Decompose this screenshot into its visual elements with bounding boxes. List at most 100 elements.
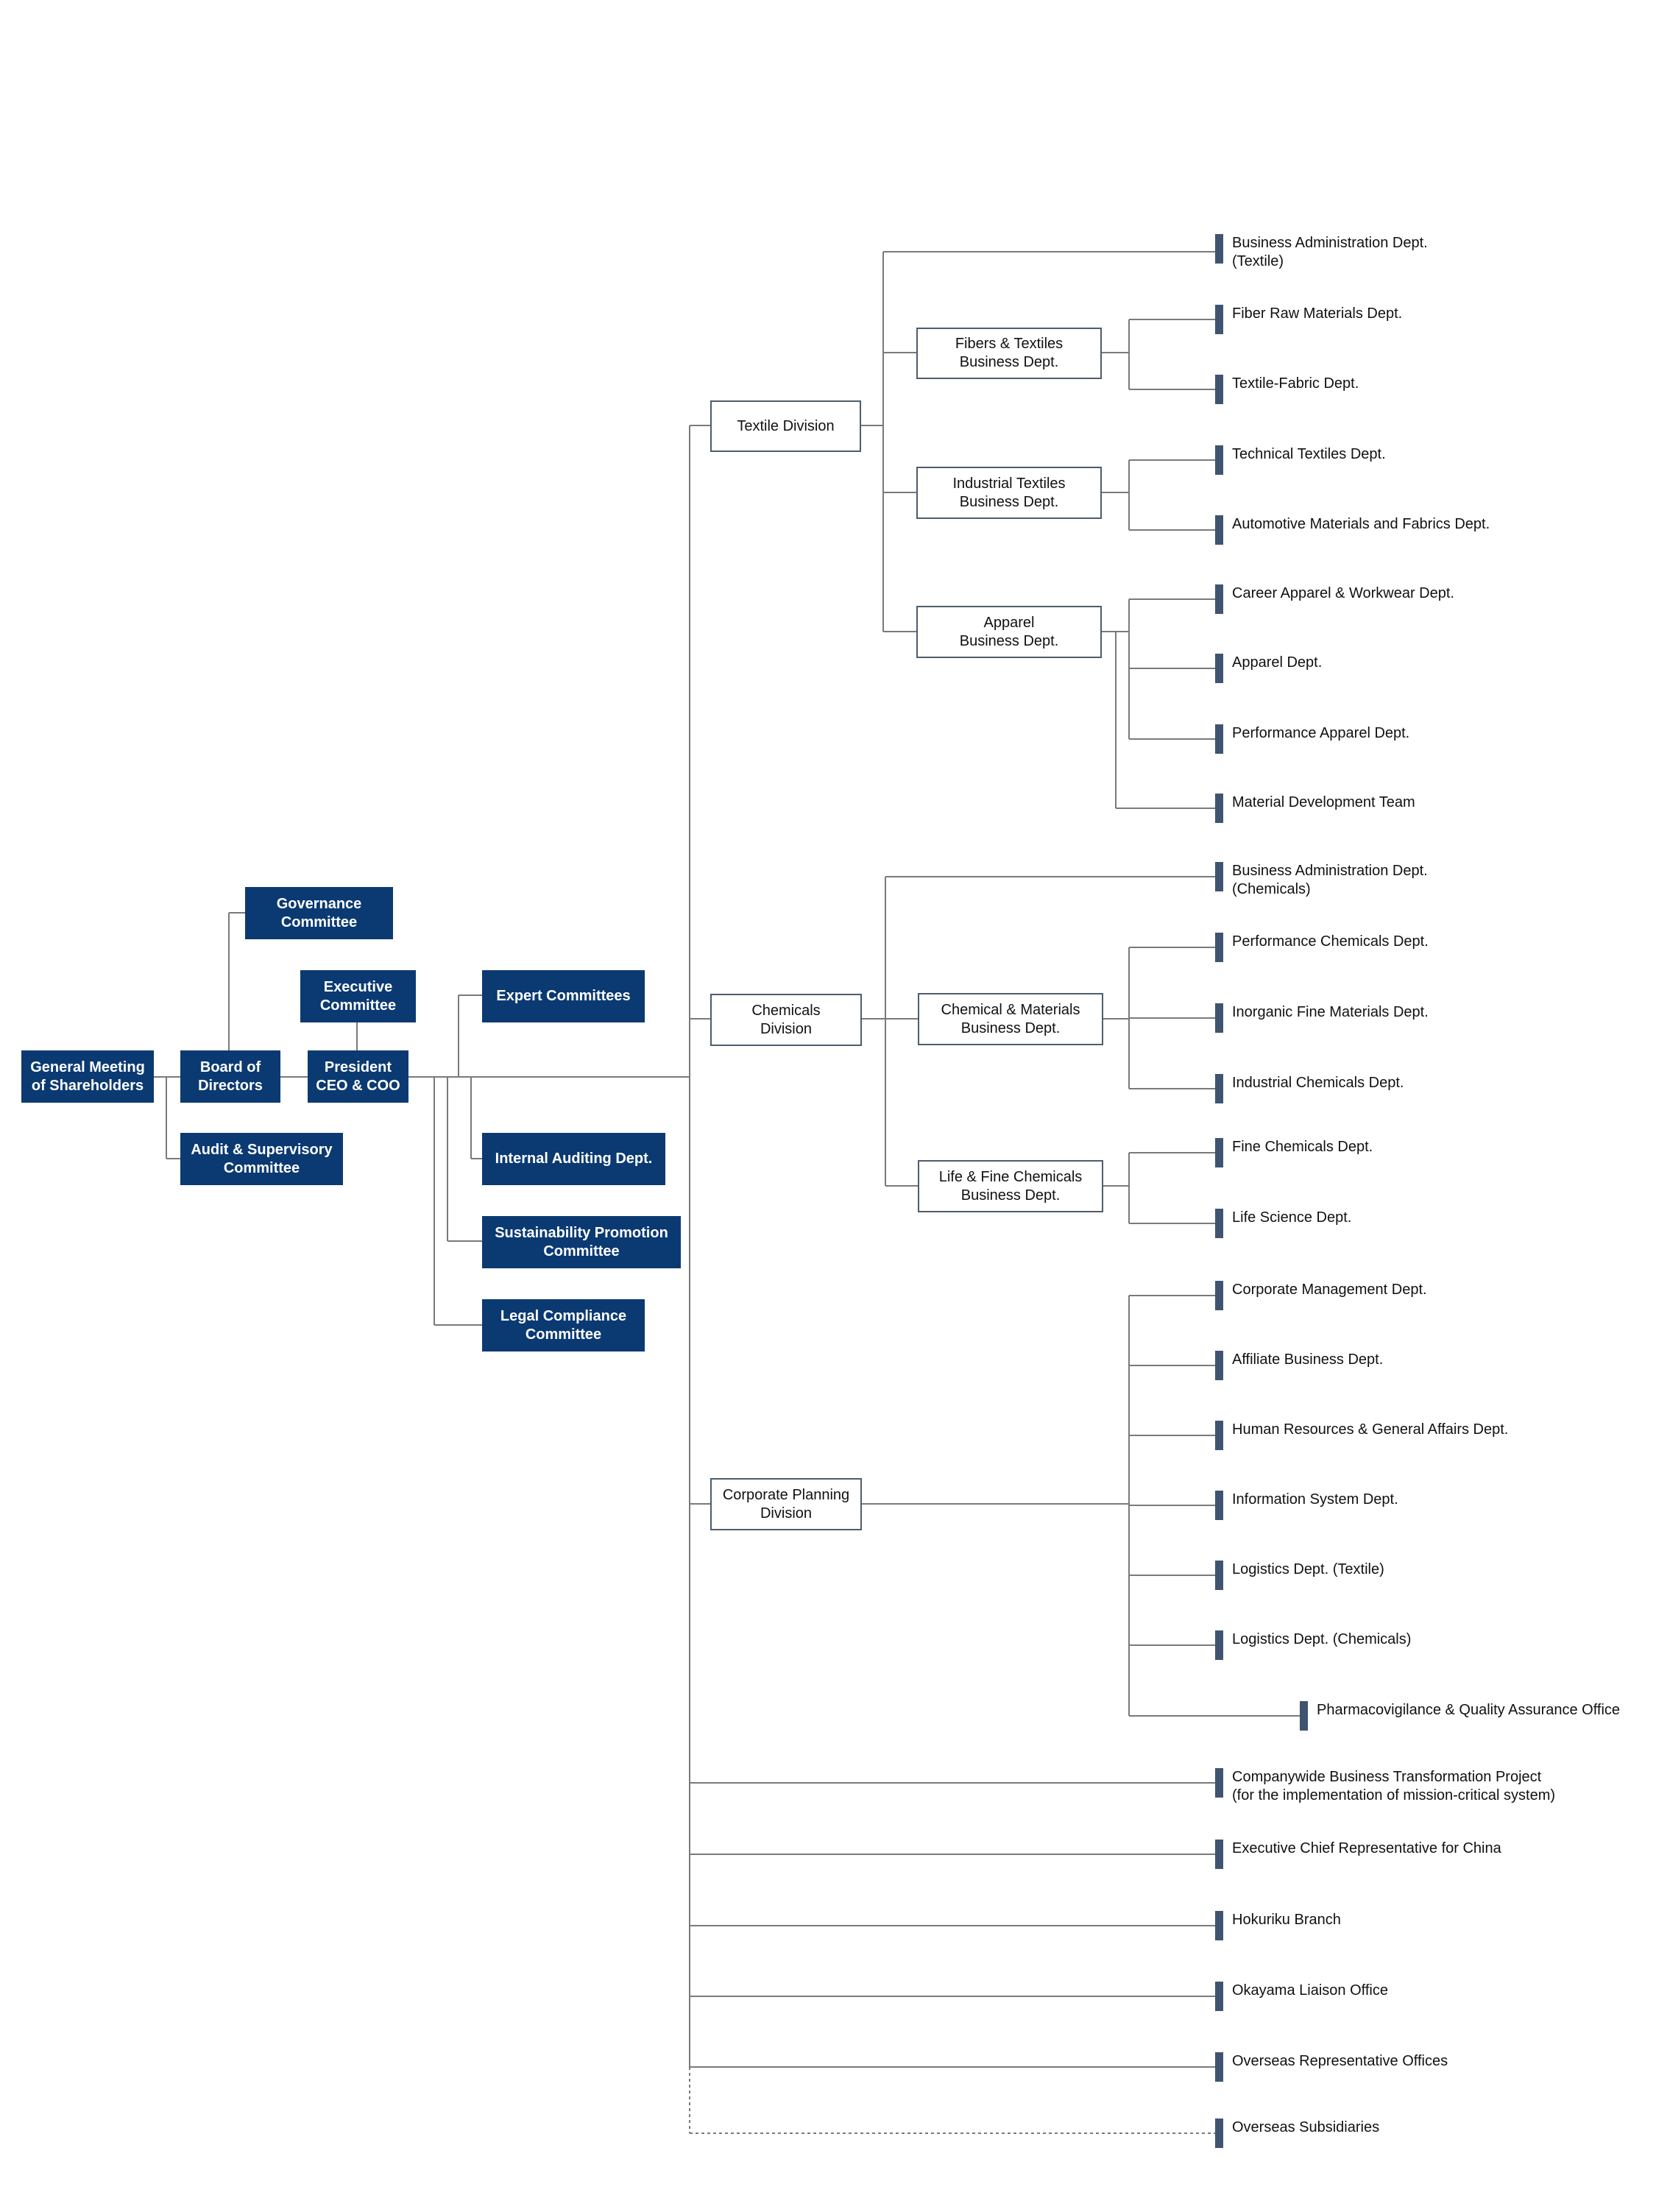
apparel-business-box: Apparel Business Dept. [916,606,1102,658]
president-label: President CEO & COO [316,1059,400,1094]
dept-marker [1215,1911,1223,1940]
legal-compliance-box: Legal Compliance Committee [482,1299,645,1351]
dept-label: Affiliate Business Dept. [1232,1351,1384,1368]
audit-committee-box: Audit & Supervisory Committee [180,1133,343,1185]
dept-marker [1215,375,1223,404]
dept-label: Fiber Raw Materials Dept. [1232,305,1403,322]
internal-auditing-label: Internal Auditing Dept. [495,1151,653,1167]
life-fine-chemicals-box: Life & Fine Chemicals Business Dept. [918,1160,1103,1212]
dept-label: Okayama Liaison Office [1232,1982,1388,1999]
dept-marker [1215,2052,1223,2082]
governance-committee-box: Governance Committee [245,887,393,939]
dept-label: Information System Dept. [1232,1491,1398,1508]
president-box: President CEO & COO [308,1050,408,1103]
dept-marker [1215,1630,1223,1660]
dept-automotive-materials: Automotive Materials and Fabrics Dept. [1215,515,1490,545]
dept-biz-admin-chemicals: Business Administration Dept. (Chemicals… [1215,862,1428,899]
dept-label: Business Administration Dept. (Textile) [1232,235,1428,269]
dept-label: Inorganic Fine Materials Dept. [1232,1004,1429,1020]
expert-committees-label: Expert Committees [496,988,631,1004]
dept-marker [1215,1003,1223,1033]
executive-committee-box: Executive Committee [300,970,416,1022]
dept-career-apparel: Career Apparel & Workwear Dept. [1215,584,1454,614]
general-meeting-label: General Meeting of Shareholders [30,1059,145,1094]
dept-label: Material Development Team [1232,794,1415,810]
sustainability-committee-label: Sustainability Promotion Committee [495,1224,668,1259]
dept-china-representative: Executive Chief Representative for China [1215,1840,1501,1869]
dept-marker [1215,862,1223,891]
dept-performance-chemicals: Performance Chemicals Dept. [1215,933,1429,962]
dept-label: Pharmacovigilance & Quality Assurance Of… [1317,1702,1621,1718]
dept-label: Apparel Dept. [1232,654,1323,671]
dept-transformation-project: Companywide Business Transformation Proj… [1215,1768,1555,1805]
dept-biz-admin-textile: Business Administration Dept. (Textile) [1215,234,1428,271]
dept-overseas-subsidiaries: Overseas Subsidiaries [1215,2119,1379,2148]
dept-corporate-management: Corporate Management Dept. [1215,1281,1427,1310]
dept-marker [1215,1840,1223,1869]
board-of-directors-label: Board of Directors [198,1059,263,1094]
dept-label: Life Science Dept. [1232,1209,1352,1226]
fibers-textiles-label: Fibers & Textiles Business Dept. [955,336,1064,370]
dept-marker [1215,1768,1223,1798]
dept-label: Automotive Materials and Fabrics Dept. [1232,516,1490,532]
internal-auditing-box: Internal Auditing Dept. [482,1133,665,1185]
dept-marker [1215,1209,1223,1238]
dept-apparel: Apparel Dept. [1215,654,1322,683]
dept-label: Executive Chief Representative for China [1232,1840,1501,1856]
dept-textile-fabric: Textile-Fabric Dept. [1215,375,1359,404]
executive-committee-label: Executive Committee [319,978,397,1014]
dept-label: Performance Apparel Dept. [1232,725,1410,741]
dept-technical-textiles: Technical Textiles Dept. [1215,445,1386,475]
dept-overseas-offices: Overseas Representative Offices [1215,2052,1448,2082]
dept-life-science: Life Science Dept. [1215,1209,1351,1238]
chemicals-division-label: Chemicals Division [751,1002,821,1037]
dept-marker [1215,1351,1223,1380]
dept-okayama-office: Okayama Liaison Office [1215,1982,1388,2011]
dept-inorganic-fine: Inorganic Fine Materials Dept. [1215,1003,1429,1033]
dept-label: Fine Chemicals Dept. [1232,1139,1373,1155]
dept-marker [1215,445,1223,475]
dept-material-development: Material Development Team [1215,794,1415,823]
dept-logistics-textile: Logistics Dept. (Textile) [1215,1561,1384,1590]
fibers-textiles-box: Fibers & Textiles Business Dept. [916,328,1102,379]
dept-marker [1215,1281,1223,1310]
dept-label: Corporate Management Dept. [1232,1282,1427,1298]
dept-industrial-chemicals: Industrial Chemicals Dept. [1215,1074,1404,1103]
life-fine-chemicals-label: Life & Fine Chemicals Business Dept. [938,1168,1083,1204]
dept-marker [1215,794,1223,823]
dept-label: Overseas Subsidiaries [1232,2119,1380,2135]
chemical-materials-box: Chemical & Materials Business Dept. [918,993,1103,1045]
general-meeting-box: General Meeting of Shareholders [21,1050,154,1103]
dept-information-system: Information System Dept. [1215,1491,1398,1520]
dept-label: Human Resources & General Affairs Dept. [1232,1421,1509,1438]
legal-compliance-label: Legal Compliance Committee [500,1307,627,1343]
dept-label: Industrial Chemicals Dept. [1232,1075,1404,1091]
dept-marker [1215,2119,1223,2148]
dept-label: Technical Textiles Dept. [1232,446,1386,462]
corporate-planning-division-label: Corporate Planning Division [722,1486,850,1522]
dept-pharmacovigilance: Pharmacovigilance & Quality Assurance Of… [1300,1701,1620,1731]
expert-committees-box: Expert Committees [482,970,645,1022]
dept-marker [1215,584,1223,614]
dept-marker [1215,654,1223,683]
audit-committee-label: Audit & Supervisory Committee [191,1141,333,1176]
industrial-textiles-box: Industrial Textiles Business Dept. [916,467,1102,519]
dept-marker [1300,1701,1308,1731]
textile-division-label: Textile Division [737,417,835,434]
chemical-materials-label: Chemical & Materials Business Dept. [941,1001,1080,1036]
dept-hr-general-affairs: Human Resources & General Affairs Dept. [1215,1421,1508,1450]
dept-marker [1215,1491,1223,1520]
dept-marker [1215,724,1223,754]
dept-marker [1215,1074,1223,1103]
dept-logistics-chemicals: Logistics Dept. (Chemicals) [1215,1630,1411,1660]
dept-label: Performance Chemicals Dept. [1232,933,1429,950]
dept-performance-apparel: Performance Apparel Dept. [1215,724,1409,754]
dept-marker [1215,1982,1223,2011]
dept-affiliate-business: Affiliate Business Dept. [1215,1351,1383,1380]
corporate-planning-division-box: Corporate Planning Division [710,1478,862,1530]
dept-marker [1215,1421,1223,1450]
sustainability-committee-box: Sustainability Promotion Committee [482,1216,681,1268]
apparel-business-label: Apparel Business Dept. [959,614,1059,649]
dept-hokuriku-branch: Hokuriku Branch [1215,1911,1341,1940]
